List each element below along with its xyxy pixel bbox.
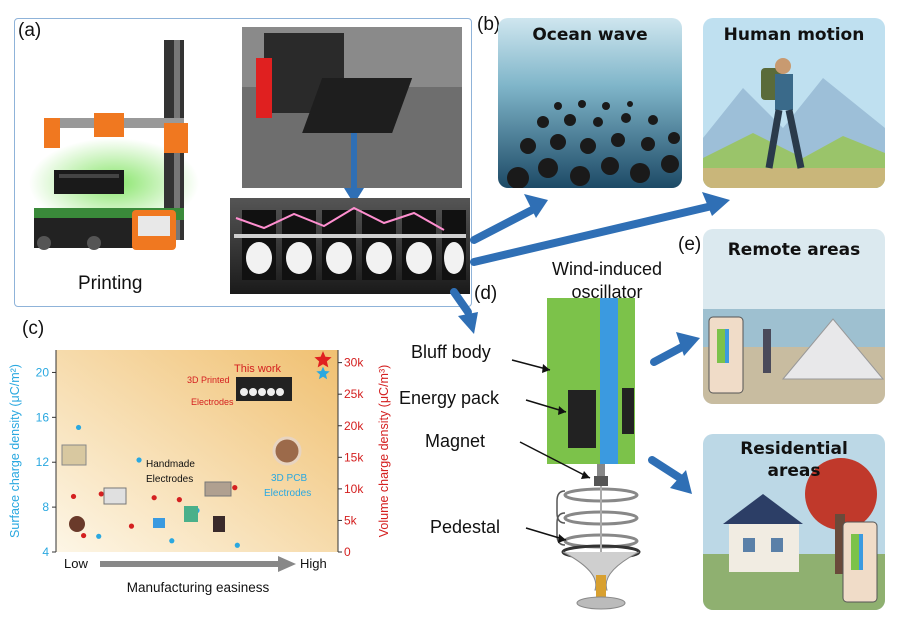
wind-oscillator-title: Wind-induced oscillator bbox=[532, 258, 682, 304]
tree-shape bbox=[805, 458, 877, 530]
surface-density-point bbox=[75, 424, 82, 431]
remote-areas-title: Remote areas bbox=[727, 240, 861, 260]
panel-c-label: (c) bbox=[22, 318, 45, 339]
oscillator-diagram bbox=[511, 298, 641, 610]
magnet-shape bbox=[594, 476, 608, 486]
volume-density-point bbox=[81, 532, 87, 539]
bluff-body-label: Bluff body bbox=[411, 342, 491, 362]
volume-density-point bbox=[128, 523, 135, 529]
y-left-tick-label: 20 bbox=[36, 365, 50, 379]
person-figure bbox=[763, 329, 771, 373]
volume-density-point bbox=[70, 493, 77, 500]
y-left-tick-label: 16 bbox=[36, 410, 50, 424]
surface-density-point bbox=[169, 538, 175, 544]
y-right-axis-title: Volume charge density (μC/m³) bbox=[377, 365, 391, 538]
annotation-this-work: This work bbox=[234, 363, 282, 375]
y-right-tick-label: 5k bbox=[344, 513, 358, 527]
wind-oscillator-line1: Wind-induced bbox=[551, 259, 663, 279]
human-motion-image bbox=[703, 18, 885, 188]
volume-density-point bbox=[176, 497, 182, 503]
printer-image bbox=[29, 40, 199, 250]
surface-density-point bbox=[234, 542, 240, 548]
volume-density-point bbox=[98, 491, 104, 497]
y-left-axis-title: Surface charge density (μC/m²) bbox=[8, 364, 22, 538]
x-high-label: High bbox=[300, 556, 327, 571]
y-right-tick-label: 10k bbox=[344, 482, 364, 496]
electrode-box-image bbox=[230, 198, 470, 294]
y-right-tick-label: 15k bbox=[344, 450, 364, 464]
panel-b-label: (b) bbox=[477, 14, 501, 35]
volume-density-point bbox=[151, 495, 157, 501]
y-left-tick-label: 4 bbox=[42, 545, 49, 559]
energy-pack-shape bbox=[568, 390, 596, 448]
this-work-star-volume bbox=[314, 351, 332, 368]
residential-areas-image bbox=[703, 434, 885, 610]
y-right-tick-label: 25k bbox=[344, 387, 364, 401]
magnet-label: Magnet bbox=[425, 431, 486, 451]
surface-density-point bbox=[96, 533, 102, 539]
panel-e-label: (e) bbox=[678, 234, 702, 255]
x-low-label: Low bbox=[64, 556, 88, 571]
house-body bbox=[729, 524, 799, 572]
printing-label: Printing bbox=[78, 273, 142, 294]
human-motion-title: Human motion bbox=[723, 25, 865, 45]
wind-oscillator-line2: oscillator bbox=[571, 282, 643, 302]
y-right-tick-label: 0 bbox=[344, 545, 351, 559]
ocean-wave-image bbox=[498, 18, 682, 188]
blue-strip bbox=[600, 298, 618, 464]
scatter-chart: 4 8 12 16 20 0 5k 10k 15k 20k 25k 30k This work 3D… bbox=[8, 350, 391, 595]
y-right-tick-label: 20k bbox=[344, 419, 364, 433]
y-left-tick-label: 12 bbox=[36, 455, 50, 469]
house-roof bbox=[723, 494, 803, 524]
ocean-wave-title: Ocean wave bbox=[532, 25, 648, 45]
panel-a-illustration: Printing bbox=[29, 27, 470, 294]
hiker-figure bbox=[761, 58, 805, 169]
y-left-tick-label: 8 bbox=[42, 500, 49, 514]
annotation-3d-printed-line1: 3D Printed bbox=[187, 375, 230, 385]
y-right-tick-label: 30k bbox=[344, 356, 364, 370]
residential-areas-title: Residential areas bbox=[703, 438, 885, 482]
residential-title-line2: areas bbox=[767, 461, 821, 481]
this-work-star-surface bbox=[316, 366, 330, 380]
remote-areas-image bbox=[703, 229, 885, 404]
surface-density-point bbox=[136, 457, 142, 463]
panel-d-label: (d) bbox=[474, 283, 498, 304]
pedestal-label: Pedestal bbox=[430, 517, 501, 537]
annotation-handmade-line1: Handmade bbox=[146, 459, 195, 470]
annotation-handmade-line2: Electrodes bbox=[146, 474, 193, 485]
annotation-3d-printed-line2: Electrodes bbox=[191, 397, 234, 407]
energy-pack-label: Energy pack bbox=[399, 388, 500, 408]
electrode-insets bbox=[61, 377, 302, 532]
panel-a-label: (a) bbox=[18, 20, 42, 41]
annotation-pcb-line2: Electrodes bbox=[264, 488, 311, 499]
volume-density-point bbox=[232, 485, 238, 491]
tent-shape bbox=[781, 318, 885, 380]
x-axis-title: Manufacturing easiness bbox=[127, 580, 270, 595]
residential-title-line1: Residential bbox=[740, 439, 848, 459]
annotation-pcb-line1: 3D PCB bbox=[271, 473, 307, 484]
